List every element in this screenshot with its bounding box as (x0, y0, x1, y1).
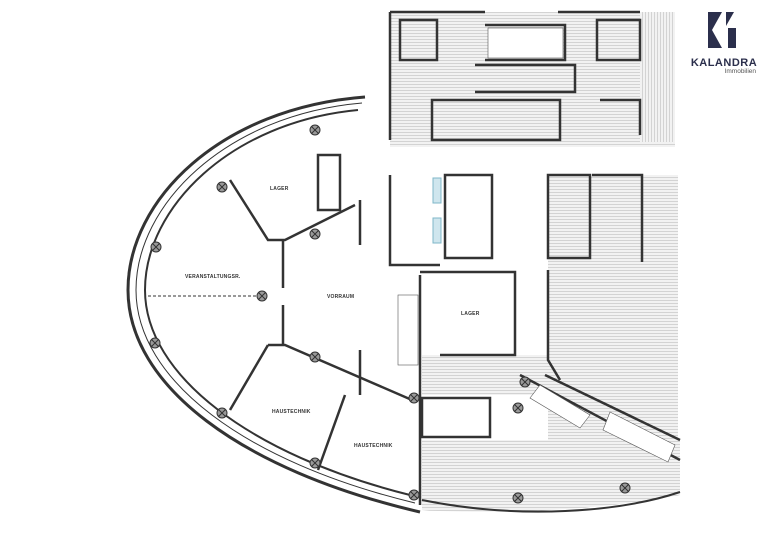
facade-walls (126, 95, 681, 514)
room-label-lager-2: LAGER (461, 311, 480, 317)
sanitary-fixtures (432, 177, 442, 244)
staircases (397, 27, 676, 463)
room-label-veranstaltungsraum: VERANSTALTUNGSR. (185, 274, 241, 280)
logo-name: KALANDRA (690, 57, 758, 69)
kalandra-logo: KALANDRA Immobilien (684, 10, 764, 75)
room-label-lager-1: LAGER (270, 186, 289, 192)
room-label-vorraum: VORRAUM (327, 294, 354, 300)
logo-mark-icon (708, 12, 736, 48)
logo-subtitle: Immobilien (724, 68, 756, 75)
room-label-haustechnik-2: HAUSTECHNIK (354, 443, 393, 449)
interior-walls (228, 10, 681, 505)
room-label-haustechnik-1: HAUSTECHNIK (272, 409, 311, 415)
